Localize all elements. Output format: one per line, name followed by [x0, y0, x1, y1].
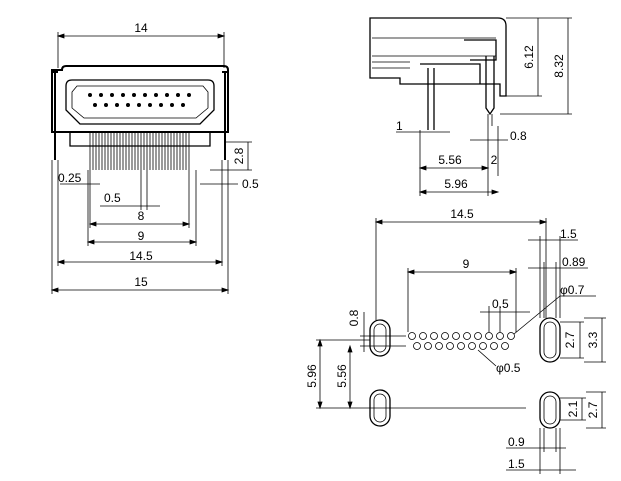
fp-dia-0-5-label: φ0.5 — [496, 361, 521, 375]
slot-right-top — [539, 317, 561, 363]
fp-dia-0-7 — [513, 295, 596, 335]
side-pin-2 — [485, 56, 495, 116]
side-latch — [464, 39, 497, 61]
side-pin-leads — [487, 114, 493, 126]
dim-0-25 — [60, 170, 100, 192]
front-body-lower — [69, 132, 211, 147]
fp-dim-2-7-b-label: 2.7 — [586, 401, 600, 418]
receptacle-contacts — [88, 93, 191, 107]
dim-5-56-label: 5.56 — [438, 153, 462, 167]
side-tail — [420, 63, 481, 84]
dim-8-label: 8 — [138, 209, 145, 223]
fp-dim-0-9-label: 0.9 — [508, 435, 525, 449]
dim-0-25-label: 0.25 — [58, 171, 82, 185]
slot-right-bottom-inner — [543, 395, 557, 425]
fp-dia-0-7-label: φ0.7 — [560, 283, 585, 297]
dim-2-8-label: 2.8 — [232, 147, 246, 164]
fp-dim-1-5-bottom — [506, 428, 576, 474]
dim-14-label: 14 — [134, 21, 148, 35]
dim-pitch-label: 0.5 — [104, 191, 121, 205]
fp-dim-5-56-label: 5.56 — [335, 364, 349, 388]
dim-pitch — [100, 170, 160, 210]
front-pins — [89, 132, 190, 170]
fp-dim-0-89-label: 0.89 — [562, 255, 586, 269]
dim-8-32 — [500, 17, 572, 115]
dim-8-32-label: 8.32 — [552, 54, 566, 78]
dim-1-label: 1 — [396, 119, 403, 133]
fp-dim-1-5-top-label: 1.5 — [560, 227, 577, 241]
receptacle-inner — [71, 85, 209, 119]
side-pin-1 — [427, 68, 435, 130]
fp-dim-9-label: 9 — [463, 257, 470, 271]
fp-dim-1-5-top — [528, 236, 578, 318]
side-body-lines — [372, 37, 496, 69]
slot-left-top-inner — [373, 323, 387, 353]
fp-dim-14-5 — [374, 218, 548, 320]
fp-dim-2-1-label: 2.1 — [566, 400, 580, 417]
fp-dim-3-3-label: 3.3 — [586, 331, 600, 348]
dim-14-5-label: 14.5 — [129, 249, 153, 263]
footprint-pads — [408, 332, 515, 350]
dim-6-12-label: 6.12 — [522, 45, 536, 69]
dim-14-5 — [56, 160, 224, 266]
slot-right-top-inner — [543, 321, 557, 359]
slot-left-top — [369, 319, 391, 357]
dim-0-5-right-label: 0.5 — [242, 177, 259, 191]
slot-right-bottom — [539, 391, 561, 429]
receptacle-outer — [65, 79, 215, 125]
fp-dim-3-3 — [584, 317, 606, 363]
front-view: 14 2.8 0.25 0.5 0.5 8 — [50, 21, 259, 294]
fp-dim-2-7-a — [560, 321, 584, 359]
fp-dim-0-89 — [528, 262, 588, 318]
fp-dim-0-5-label: 0.5 — [492, 297, 509, 311]
fp-dim-5-56 — [347, 344, 353, 410]
dim-9 — [86, 170, 198, 246]
fp-dim-0-8-label: 0.8 — [347, 309, 361, 326]
dim-14 — [56, 32, 226, 68]
dim-0-8-label: 0.8 — [510, 129, 527, 143]
dim-5-56 — [418, 126, 499, 196]
fp-dim-14-5-label: 14.5 — [450, 207, 474, 221]
fp-dim-5-96 — [316, 338, 526, 410]
fp-dim-2-1 — [560, 397, 586, 421]
fp-dim-0-8 — [360, 312, 406, 352]
dim-15-label: 15 — [134, 275, 148, 289]
fp-dim-0-5 — [480, 306, 530, 332]
dim-5-96 — [418, 189, 500, 195]
fp-dim-2-7-b — [586, 391, 606, 429]
fp-dim-2-7-a-label: 2.7 — [563, 331, 577, 348]
front-shell — [51, 65, 229, 133]
dim-8 — [88, 170, 191, 228]
front-legs — [52, 71, 228, 160]
side-shell — [369, 17, 507, 97]
dim-6-12 — [506, 17, 542, 97]
fp-dim-9 — [406, 268, 518, 332]
fp-dim-1-5-bottom-label: 1.5 — [508, 457, 525, 471]
dim-9-label: 9 — [138, 229, 145, 243]
footprint-view: 14.5 1.5 0.89 φ0.7 9 0.5 — [305, 207, 606, 474]
fp-dim-0-9 — [506, 428, 566, 452]
dim-2-label: 2 — [491, 153, 498, 167]
dim-2-8 — [210, 141, 252, 171]
dim-15 — [50, 160, 230, 294]
fp-dim-5-96-label: 5.96 — [305, 364, 319, 388]
fp-dia-0-5 — [477, 349, 497, 367]
dim-5-96-label: 5.96 — [444, 177, 468, 191]
side-view: 6.12 8.32 1 0.8 5.56 2 5.96 — [369, 17, 572, 196]
